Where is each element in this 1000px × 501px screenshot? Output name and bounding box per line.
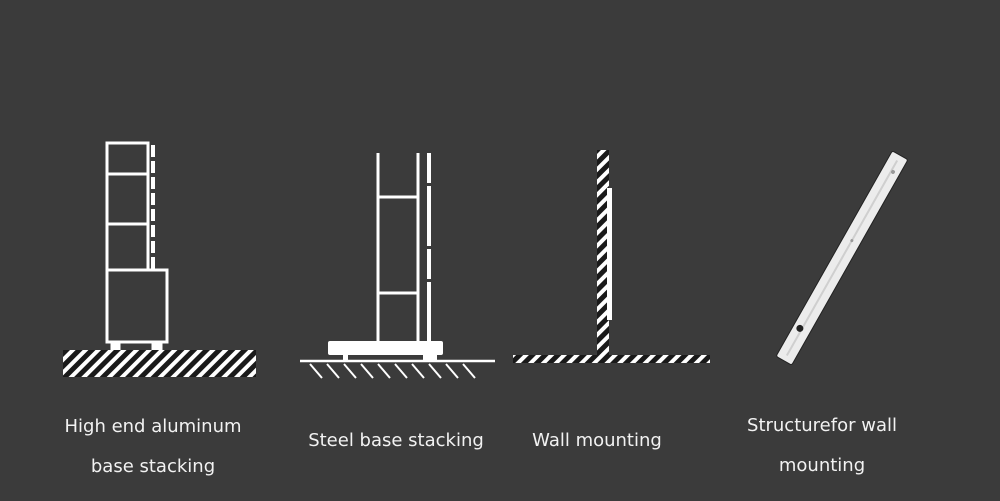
label-structure-line1: Structurefor wall: [747, 415, 897, 436]
aluminum-base-stacking-diagram: [63, 141, 256, 377]
label-steel-base: Steel base stacking: [308, 430, 484, 451]
label-structure-line2: mounting: [778, 455, 866, 476]
steel-base-stacking-diagram: [300, 153, 495, 379]
label-aluminum-line1: High end aluminum: [64, 416, 242, 437]
wall-mounting-structure-bar: [776, 151, 908, 365]
label-wall-mounting: Wall mounting: [532, 430, 662, 451]
label-aluminum-line2: base stacking: [90, 456, 216, 477]
wall-mounting-diagram: [513, 150, 710, 363]
